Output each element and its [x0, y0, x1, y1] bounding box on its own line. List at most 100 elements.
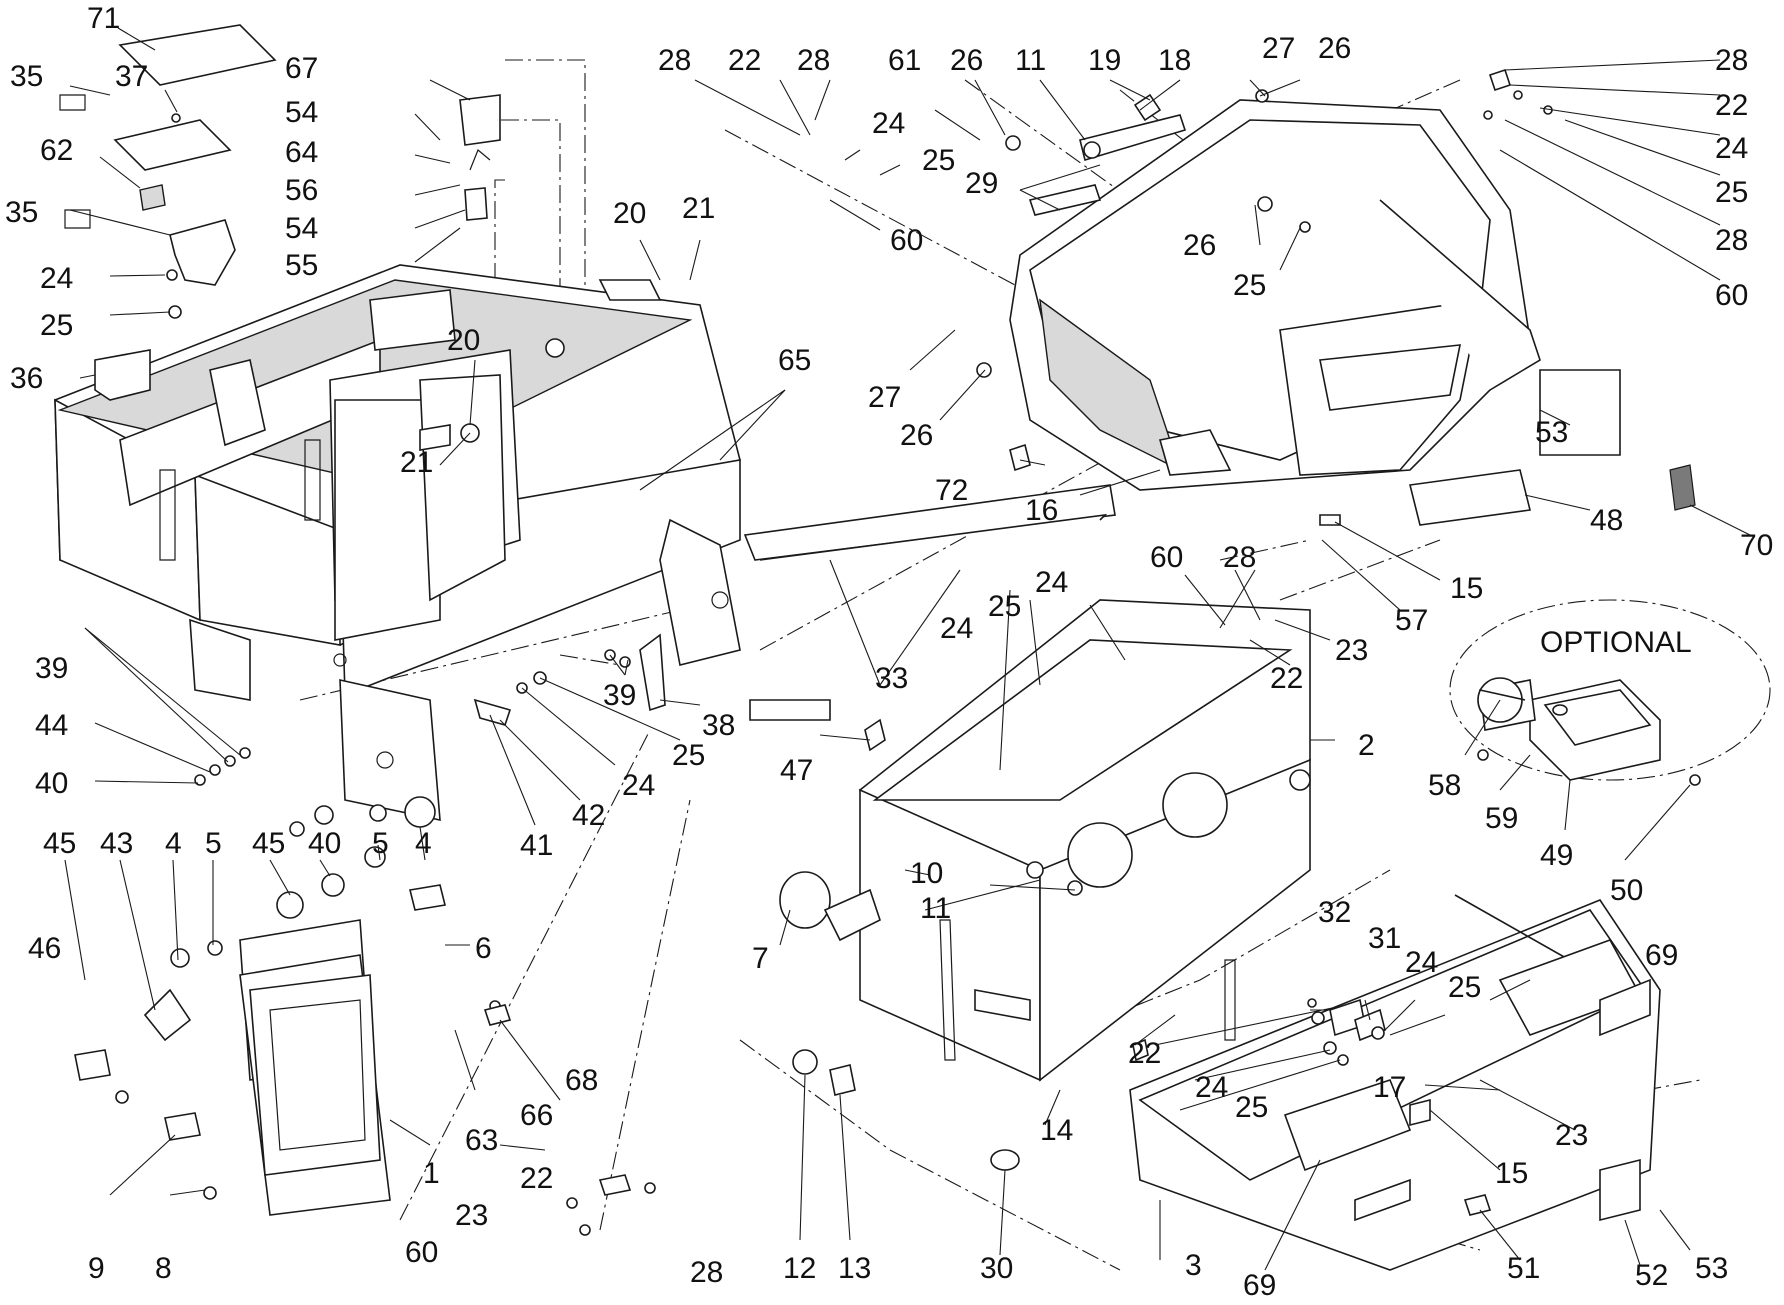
callout-20: 20 [447, 324, 480, 357]
callout-28: 28 [1715, 224, 1748, 257]
callout-50: 50 [1610, 874, 1643, 907]
callout-2: 2 [1358, 729, 1375, 762]
callout-4: 4 [415, 827, 432, 860]
callout-7: 7 [752, 942, 769, 975]
bottom-left-bracket [74, 796, 656, 1236]
callout-40: 40 [308, 827, 341, 860]
callout-26: 26 [1318, 32, 1351, 65]
callout-10: 10 [910, 857, 943, 890]
optional-label: OPTIONAL [1540, 626, 1692, 659]
callout-24: 24 [1405, 946, 1438, 979]
callout-54: 54 [285, 96, 318, 129]
callout-8: 8 [155, 1252, 172, 1285]
callout-17: 17 [1373, 1071, 1406, 1104]
callout-27: 27 [1262, 32, 1295, 65]
frame-hardware [194, 633, 666, 786]
callout-28: 28 [1223, 541, 1256, 574]
callout-24: 24 [1035, 566, 1068, 599]
callout-28: 28 [797, 44, 830, 77]
callout-4: 4 [165, 827, 182, 860]
optional-light-assembly [1449, 599, 1771, 786]
callout-11: 11 [1015, 44, 1046, 77]
callout-3: 3 [1185, 1249, 1202, 1282]
callout-21: 21 [400, 446, 433, 479]
callout-24: 24 [872, 107, 905, 140]
callout-18: 18 [1158, 44, 1191, 77]
callout-11: 11 [920, 892, 951, 925]
callout-16: 16 [1025, 494, 1058, 527]
callout-35: 35 [10, 60, 43, 93]
callout-24: 24 [1195, 1071, 1228, 1104]
callout-29: 29 [965, 167, 998, 200]
callout-45: 45 [43, 827, 76, 860]
callout-39: 39 [35, 652, 68, 685]
callout-64: 64 [285, 136, 318, 169]
callout-28: 28 [1715, 44, 1748, 77]
callout-22: 22 [520, 1162, 553, 1195]
callout-5: 5 [205, 827, 222, 860]
callout-69: 69 [1243, 1269, 1276, 1302]
leader-lines [64, 27, 1751, 1271]
callout-42: 42 [572, 799, 605, 832]
callout-13: 13 [838, 1252, 871, 1285]
callout-63: 63 [465, 1124, 498, 1157]
callout-35: 35 [5, 196, 38, 229]
callout-23: 23 [1555, 1119, 1588, 1152]
callout-6: 6 [475, 932, 492, 965]
callout-15: 15 [1450, 572, 1483, 605]
callout-33: 33 [875, 662, 908, 695]
callout-23: 23 [455, 1199, 488, 1232]
callout-25: 25 [922, 144, 955, 177]
callout-24: 24 [1715, 132, 1748, 165]
callout-20: 20 [613, 197, 646, 230]
callout-21: 21 [682, 192, 715, 225]
callout-48: 48 [1590, 504, 1623, 537]
callout-22: 22 [728, 44, 761, 77]
callout-58: 58 [1428, 769, 1461, 802]
callout-57: 57 [1395, 604, 1428, 637]
pedal-assembly-parts [59, 24, 501, 401]
callout-19: 19 [1088, 44, 1121, 77]
callout-60: 60 [405, 1236, 438, 1269]
callout-24: 24 [940, 612, 973, 645]
callout-25: 25 [1233, 269, 1266, 302]
callout-25: 25 [672, 739, 705, 772]
callout-43: 43 [100, 827, 133, 860]
callout-72: 72 [935, 474, 968, 507]
callout-59: 59 [1485, 802, 1518, 835]
callout-28: 28 [690, 1256, 723, 1289]
callout-27: 27 [868, 381, 901, 414]
callout-25: 25 [1448, 971, 1481, 1004]
callout-56: 56 [285, 174, 318, 207]
callout-9: 9 [88, 1252, 105, 1285]
callout-22: 22 [1128, 1037, 1161, 1070]
callout-60: 60 [1715, 279, 1748, 312]
callout-22: 22 [1270, 662, 1303, 695]
callout-65: 65 [778, 344, 811, 377]
callout-61: 61 [888, 44, 921, 77]
callout-55: 55 [285, 249, 318, 282]
callout-22: 22 [1715, 89, 1748, 122]
bottom-tray [1129, 894, 1661, 1271]
callout-62: 62 [40, 134, 73, 167]
callout-68: 68 [565, 1064, 598, 1097]
callout-32: 32 [1318, 896, 1351, 929]
callout-51: 51 [1507, 1252, 1540, 1285]
callout-39: 39 [603, 679, 636, 712]
callout-53: 53 [1535, 416, 1568, 449]
callout-23: 23 [1335, 634, 1368, 667]
callout-37: 37 [115, 60, 148, 93]
callout-26: 26 [950, 44, 983, 77]
center-bottom-parts [779, 871, 1020, 1171]
callout-47: 47 [780, 754, 813, 787]
callout-52: 52 [1635, 1259, 1668, 1292]
callout-60: 60 [890, 224, 923, 257]
callout-labels: 71 35 37 62 35 24 25 36 67 54 64 56 54 5… [5, 2, 1773, 1302]
callout-26: 26 [1183, 229, 1216, 262]
main-frame [54, 264, 741, 822]
callout-25: 25 [988, 590, 1021, 623]
callout-25: 25 [40, 309, 73, 342]
callout-25: 25 [1235, 1091, 1268, 1124]
callout-24: 24 [40, 262, 73, 295]
